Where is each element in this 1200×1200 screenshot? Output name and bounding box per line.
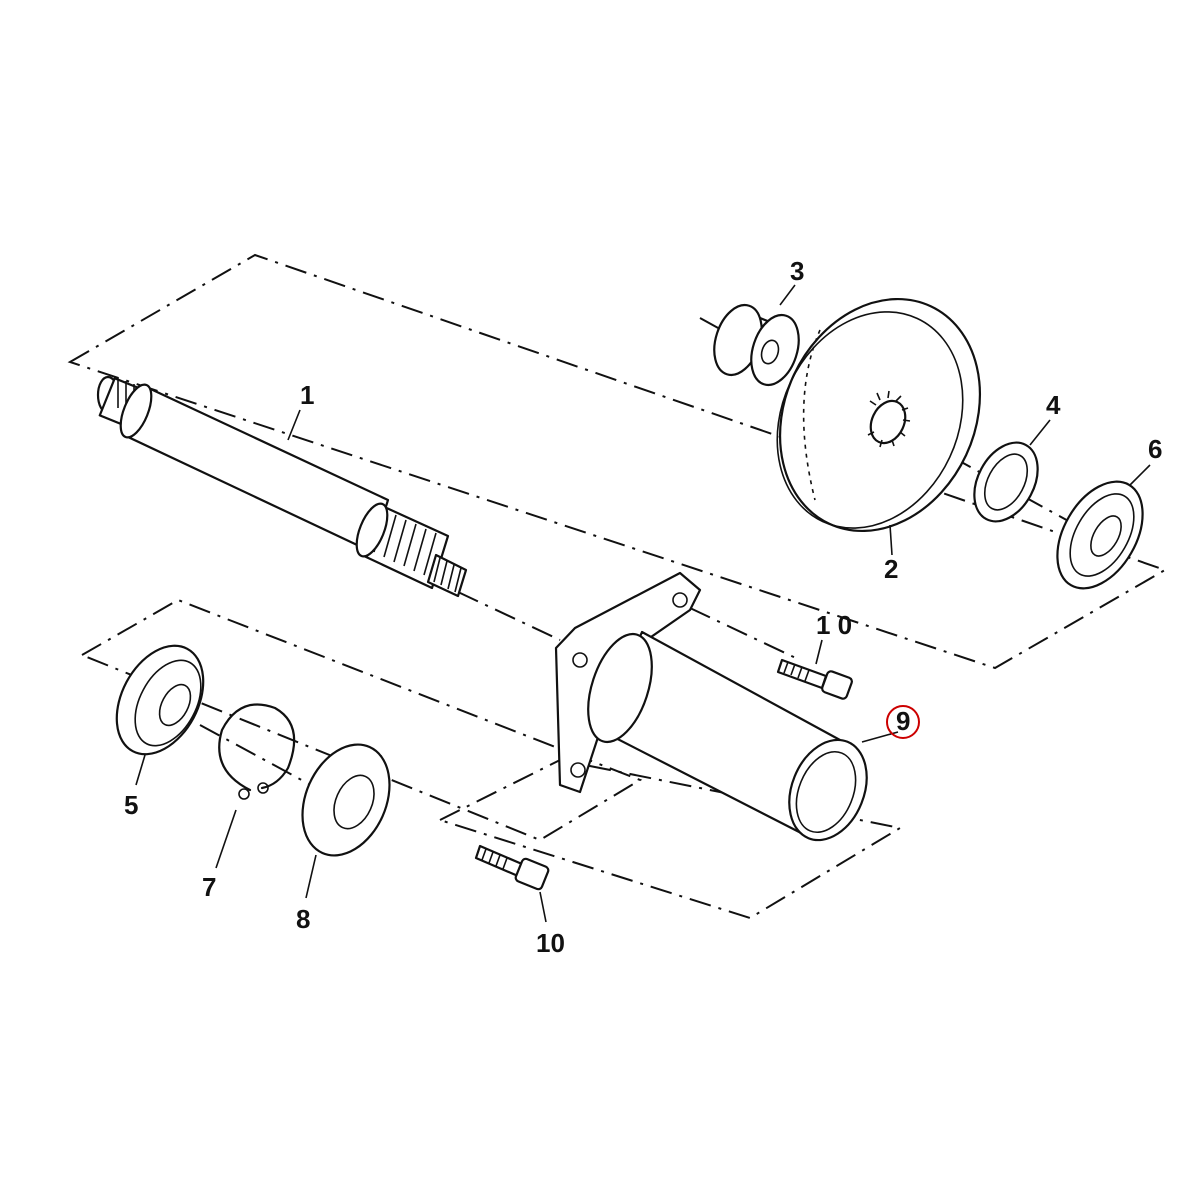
leader-3 <box>779 284 796 306</box>
leader-10b <box>539 891 547 923</box>
label-part-10-lower: 10 <box>536 928 565 958</box>
leader-5 <box>135 754 146 786</box>
gear-part-2 <box>776 297 982 533</box>
housing-part-9 <box>554 571 868 842</box>
bolt-part-10-lower <box>474 844 550 891</box>
axis-line-shaft <box>457 591 561 641</box>
bolt-part-10-upper <box>776 658 853 700</box>
axis-line-lower <box>199 724 321 791</box>
label-part-7: 7 <box>202 872 216 902</box>
bearing-part-5 <box>115 644 205 756</box>
axis-line-housing <box>689 607 801 661</box>
lower-right-outline <box>437 758 903 920</box>
upper-assembly-outline <box>67 253 1168 670</box>
leader-6 <box>1129 464 1151 486</box>
leader-1 <box>287 409 301 441</box>
leader-4 <box>1029 419 1051 446</box>
label-part-3: 3 <box>790 256 804 286</box>
label-part-4: 4 <box>1046 390 1061 420</box>
leader-8 <box>305 854 317 899</box>
label-part-9: 9 <box>896 706 910 736</box>
leader-7 <box>215 809 237 869</box>
highlight-circle <box>886 705 920 739</box>
bushing-part-3 <box>713 303 800 387</box>
label-part-2: 2 <box>884 554 898 584</box>
lower-left-outline <box>79 598 643 842</box>
seal-part-8 <box>301 743 391 857</box>
label-part-10-upper: 1 0 <box>816 610 852 640</box>
shaft-part-1 <box>96 375 468 598</box>
snap-ring-part-7 <box>218 703 296 800</box>
label-part-5: 5 <box>124 790 138 820</box>
leader-2 <box>889 524 893 556</box>
label-part-1: 1 <box>300 380 314 410</box>
label-part-6: 6 <box>1148 434 1162 464</box>
leader-10a <box>815 639 823 665</box>
seal-ring-part-4 <box>973 441 1039 523</box>
bearing-part-6 <box>1056 480 1144 590</box>
label-part-8: 8 <box>296 904 310 934</box>
